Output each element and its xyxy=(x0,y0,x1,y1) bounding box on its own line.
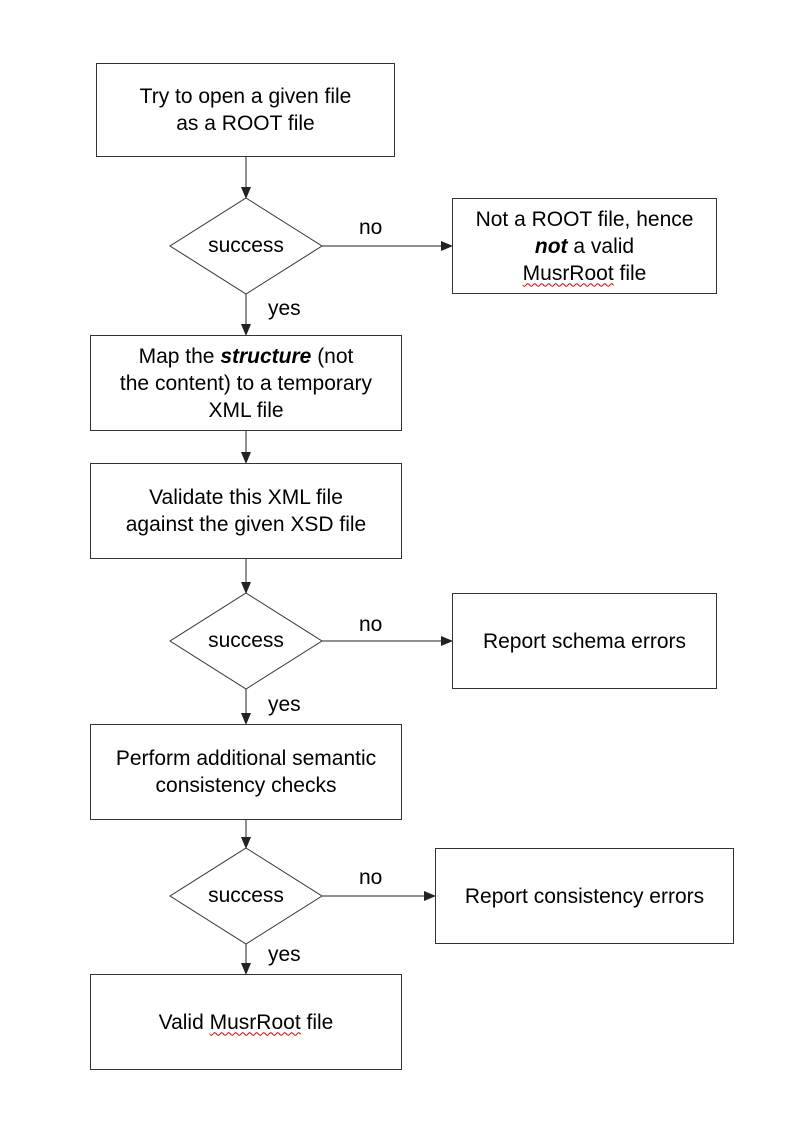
step-text: Not a ROOT file, hence xyxy=(475,207,694,231)
step-text: (not xyxy=(311,344,354,368)
emphasis-structure: structure xyxy=(220,344,312,368)
step-text: as a ROOT file xyxy=(176,112,315,135)
step-valid-file: Valid MusrRoot file xyxy=(90,974,402,1070)
no-label: no xyxy=(359,613,383,636)
emphasis-not: not xyxy=(534,234,568,258)
step-text: file xyxy=(300,1010,334,1034)
step-text: Validate this XML file xyxy=(149,486,343,509)
step-open-root-file: Try to open a given file as a ROOT file xyxy=(96,63,395,157)
spellcheck-word: MusrRoot xyxy=(209,1010,301,1034)
step-text: against the given XSD file xyxy=(125,513,367,536)
step-not-root-file: Not a ROOT file, hence not a valid MusrR… xyxy=(452,198,717,294)
no-label: no xyxy=(359,216,383,239)
step-text: Report consistency errors xyxy=(464,884,705,908)
step-text-line: MusrRoot file xyxy=(523,260,647,287)
decision-label: success xyxy=(208,629,284,652)
step-text: XML file xyxy=(208,398,284,422)
decision-label: success xyxy=(208,884,284,907)
spellcheck-word: MusrRoot xyxy=(522,261,614,285)
yes-label: yes xyxy=(268,693,301,716)
step-text-line: Valid MusrRoot file xyxy=(159,1009,334,1036)
step-text-line: not a valid xyxy=(535,233,634,260)
step-validate-xml: Validate this XML file against the given… xyxy=(90,463,402,559)
step-semantic-checks: Perform additional semantic consistency … xyxy=(90,724,402,820)
yes-label: yes xyxy=(268,297,301,320)
decision-label: success xyxy=(208,234,284,257)
step-text: Perform additional semantic xyxy=(115,747,377,770)
step-text-line: Map the structure (not xyxy=(139,343,354,370)
no-label: no xyxy=(359,866,383,889)
step-text: a valid xyxy=(567,234,635,258)
step-text: the content) to a temporary xyxy=(119,371,373,395)
step-text: file xyxy=(613,261,647,285)
step-text: Try to open a given file xyxy=(139,85,352,108)
step-text: Report schema errors xyxy=(482,629,687,653)
step-text: consistency checks xyxy=(155,774,337,797)
step-report-schema-errors: Report schema errors xyxy=(452,593,717,689)
step-text: Valid xyxy=(158,1010,210,1034)
yes-label: yes xyxy=(268,943,301,966)
step-report-consistency-errors: Report consistency errors xyxy=(435,848,734,944)
step-map-structure: Map the structure (not the content) to a… xyxy=(90,335,402,431)
step-text: Map the xyxy=(138,344,221,368)
